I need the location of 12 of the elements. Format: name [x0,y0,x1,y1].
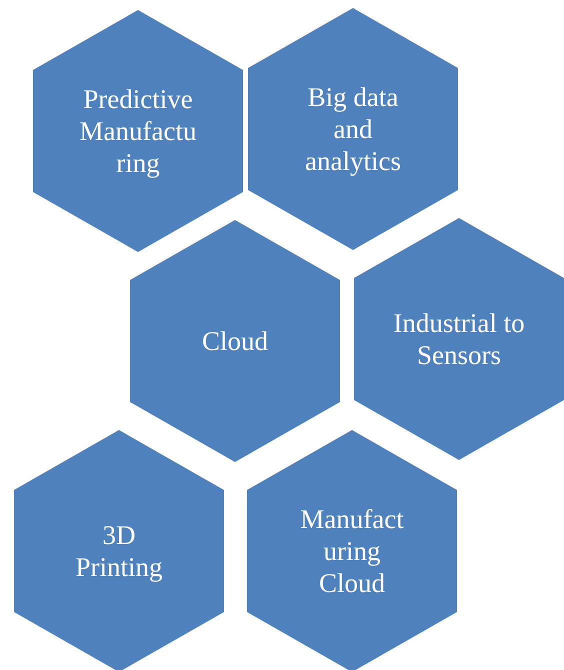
hexagon [247,430,457,670]
hexagon [130,220,340,462]
hexagon-label: Cloud [200,325,269,357]
hexagon-label: Manufacturing Cloud [299,503,405,599]
hexagon-label: Industrial to Sensors [392,307,526,371]
hexagon [14,430,224,670]
hexagon-label: Big data and analytics [304,81,402,177]
hexagon [248,8,458,250]
hexagon [354,218,564,460]
hexagon-label: Predictive Manufacturing [78,83,198,179]
hexagon [33,10,243,252]
hexagon-label: 3D Printing [74,519,164,583]
